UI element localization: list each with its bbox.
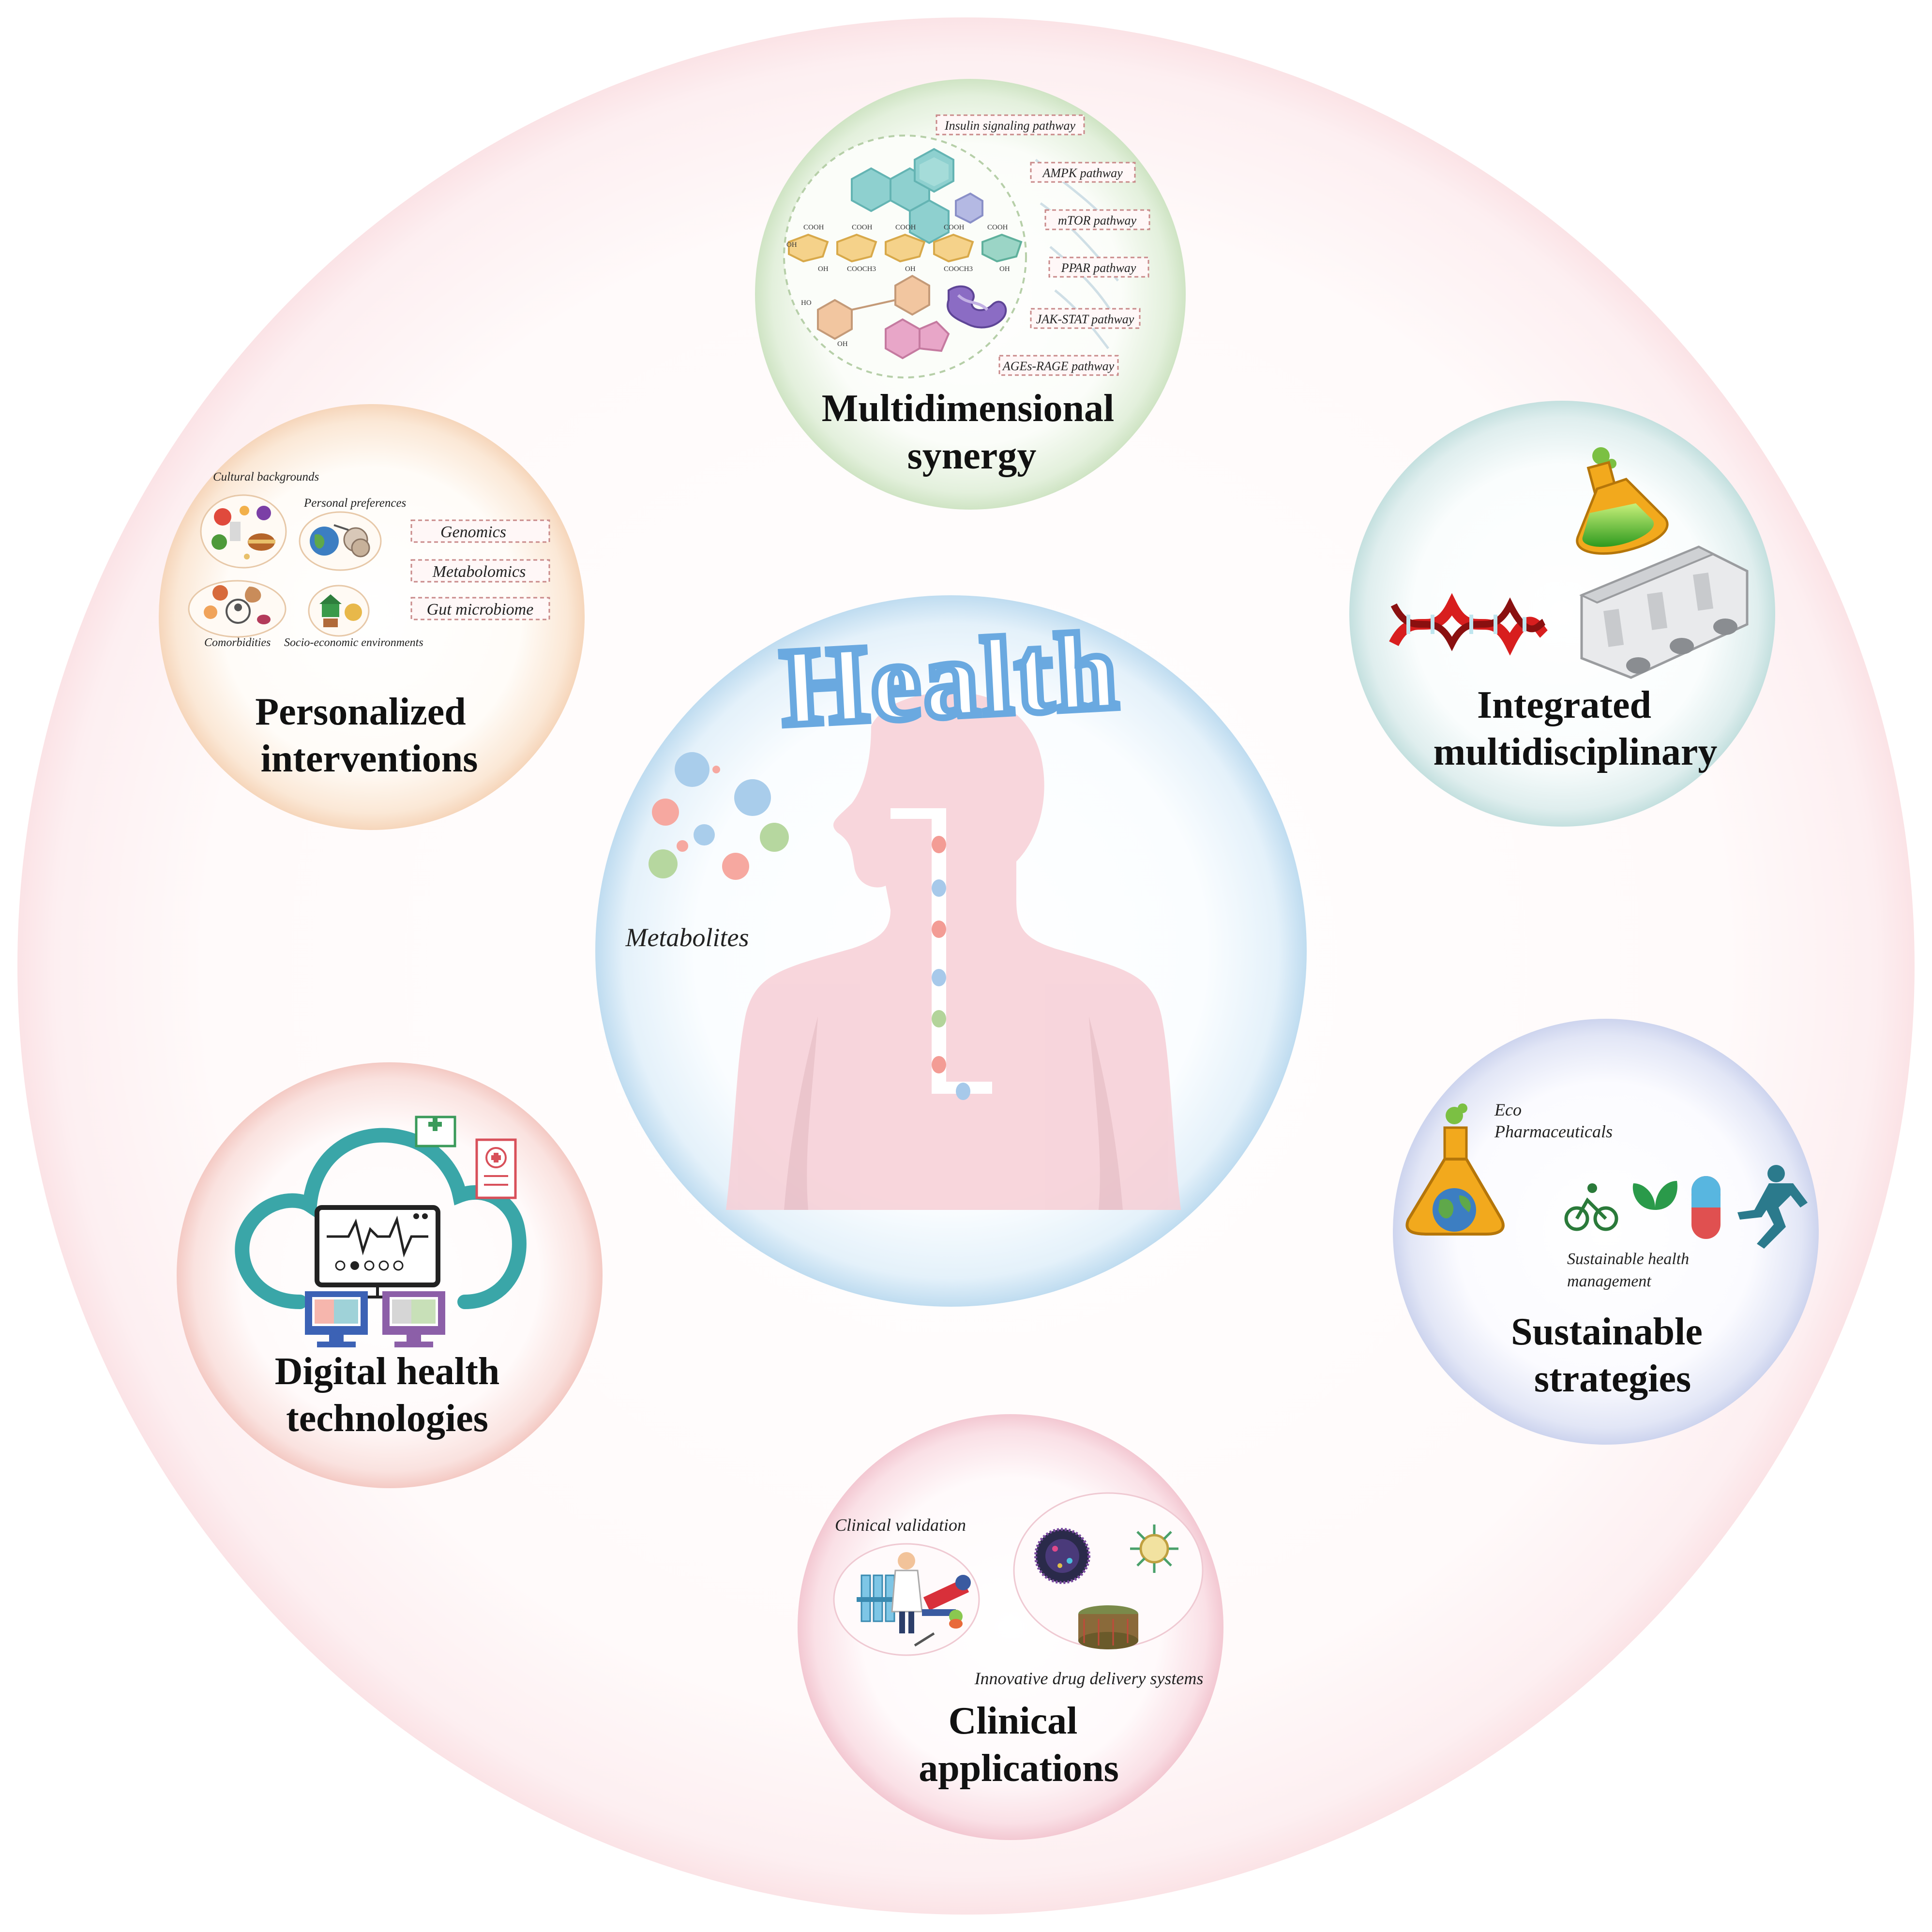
micelle-icon — [1130, 1524, 1178, 1573]
pathway-label: AMPK pathway — [1041, 166, 1123, 180]
pathway-box — [1030, 162, 1136, 183]
food-icon — [211, 506, 275, 559]
pathway-box — [1048, 257, 1149, 278]
pathway-label: mTOR pathway — [1058, 213, 1136, 227]
pathway-label: AGEs-RAGE pathway — [1002, 359, 1115, 373]
svg-text:COOH: COOH — [944, 224, 965, 231]
pathway-label: PPAR pathway — [1061, 261, 1136, 275]
personalized-title-line1: Personalized — [255, 691, 466, 733]
pathway-boxes: Insulin signaling pathway AMPK pathway m… — [936, 114, 1150, 376]
personalized-title-line2: interventions — [261, 738, 478, 780]
svg-text:COOH: COOH — [803, 224, 824, 231]
pathway-label: Insulin signaling pathway — [944, 119, 1076, 133]
monitor-icon — [315, 1205, 440, 1298]
sustainable-strategies-module: Eco Pharmaceuticals Sus — [1393, 1019, 1819, 1445]
personalized-interventions-module: Cultural backgrounds Personal preference… — [159, 404, 585, 830]
svg-text:COOH: COOH — [987, 224, 1008, 231]
pathway-label: JAK-STAT pathway — [1036, 312, 1134, 326]
doctor-icon — [891, 1552, 923, 1633]
svg-text:OH: OH — [905, 265, 916, 273]
gut-microbiome-box — [410, 597, 550, 620]
digestive-tract — [891, 808, 992, 1100]
svg-text:COOCH3: COOCH3 — [944, 265, 973, 273]
nanoparticle-icon — [1034, 1528, 1090, 1584]
pathway-box — [1044, 209, 1150, 230]
genomics-box — [410, 519, 550, 543]
multidimensional-title-line1: Multidimensional — [822, 387, 1115, 430]
svg-text:HO: HO — [801, 299, 812, 307]
dna-icon — [1389, 593, 1548, 656]
pathway-box — [1030, 308, 1141, 329]
svg-text:OH: OH — [999, 265, 1010, 273]
pathway-box — [998, 355, 1119, 376]
computers-icon — [305, 1291, 445, 1347]
metabolite-bubbles-icon — [649, 752, 789, 880]
sustainable-management-line1: Sustainable health — [1567, 1250, 1689, 1268]
personal-preferences-label: Personal preferences — [303, 497, 406, 510]
health-title: Health — [778, 608, 1123, 749]
integrated-circle — [1349, 401, 1775, 827]
multidimensional-title-line2: synergy — [907, 435, 1037, 477]
sustainable-title-line1: Sustainable — [1511, 1311, 1703, 1353]
eco-label-line2: Pharmaceuticals — [1494, 1122, 1613, 1141]
integrated-title-line2: multidisciplinary — [1434, 731, 1718, 773]
protein-structure-icon — [947, 285, 1007, 329]
clinical-validation-label: Clinical validation — [835, 1515, 966, 1535]
chem-labels: COOH COOH COOCH3 COOH COOH COOCH3 COOH O… — [786, 224, 1010, 348]
cloud-icon — [235, 1128, 527, 1309]
integrated-title-line1: Integrated — [1477, 684, 1651, 726]
multidimensional-synergy-module: COOH COOH COOCH3 COOH COOH COOCH3 COOH O… — [755, 79, 1186, 510]
clinical-title-line2: applications — [919, 1747, 1118, 1790]
sustainable-circle — [1393, 1019, 1819, 1445]
comorbidities-label: Comorbidities — [204, 636, 271, 649]
digital-health-module: Digital health technologies — [177, 1062, 603, 1488]
medical-record-icon — [415, 1116, 517, 1199]
molecule-structures-icon — [788, 148, 1023, 360]
svg-text:OH: OH — [786, 241, 797, 249]
metabolites-label: Metabolites — [625, 923, 749, 952]
capsule-icon — [1691, 1176, 1721, 1239]
sustainable-title-line2: strategies — [1534, 1358, 1691, 1400]
socio-economic-label: Socio-economic environments — [284, 636, 423, 649]
leaf-icon — [1632, 1181, 1677, 1239]
svg-text:COOCH3: COOCH3 — [847, 265, 876, 273]
runner-icon — [1737, 1165, 1808, 1249]
organs-icon — [204, 585, 271, 624]
pathway-box — [936, 114, 1085, 136]
eco-flask-icon — [1405, 1103, 1505, 1236]
center-health-module: Metabolites Health — [595, 595, 1307, 1307]
clinical-title-line1: Clinical — [949, 1700, 1078, 1742]
scaffold-icon — [1078, 1605, 1138, 1649]
globe-icon — [310, 524, 370, 558]
sustainable-management-line2: management — [1567, 1272, 1652, 1290]
human-silhouette-icon — [726, 692, 1181, 1210]
metabolomics-label: Metabolomics — [432, 563, 526, 581]
svg-text:OH: OH — [837, 340, 848, 348]
svg-text:OH: OH — [818, 265, 829, 273]
bicycle-icon — [1564, 1183, 1618, 1231]
clinical-applications-module: Clinical validation — [798, 1414, 1223, 1840]
metabolomics-box — [410, 559, 550, 583]
money-icon — [319, 594, 362, 627]
integrated-multidisciplinary-module: Integrated multidisciplinary — [1349, 401, 1775, 827]
test-tubes-icon — [857, 1574, 900, 1622]
svg-text:COOH: COOH — [852, 224, 873, 231]
gut-microbiome-label: Gut microbiome — [427, 601, 534, 619]
microscope-icon — [914, 1575, 971, 1647]
flask-icon — [1576, 447, 1669, 555]
eco-label-line1: Eco — [1494, 1100, 1522, 1119]
digital-title-line2: technologies — [286, 1397, 488, 1440]
cultural-backgrounds-label: Cultural backgrounds — [213, 470, 319, 483]
genomics-label: Genomics — [440, 523, 506, 541]
digital-title-line1: Digital health — [275, 1350, 499, 1393]
drug-delivery-label: Innovative drug delivery systems — [974, 1669, 1204, 1688]
lab-machine-icon — [1579, 545, 1749, 679]
svg-text:COOH: COOH — [895, 224, 916, 231]
